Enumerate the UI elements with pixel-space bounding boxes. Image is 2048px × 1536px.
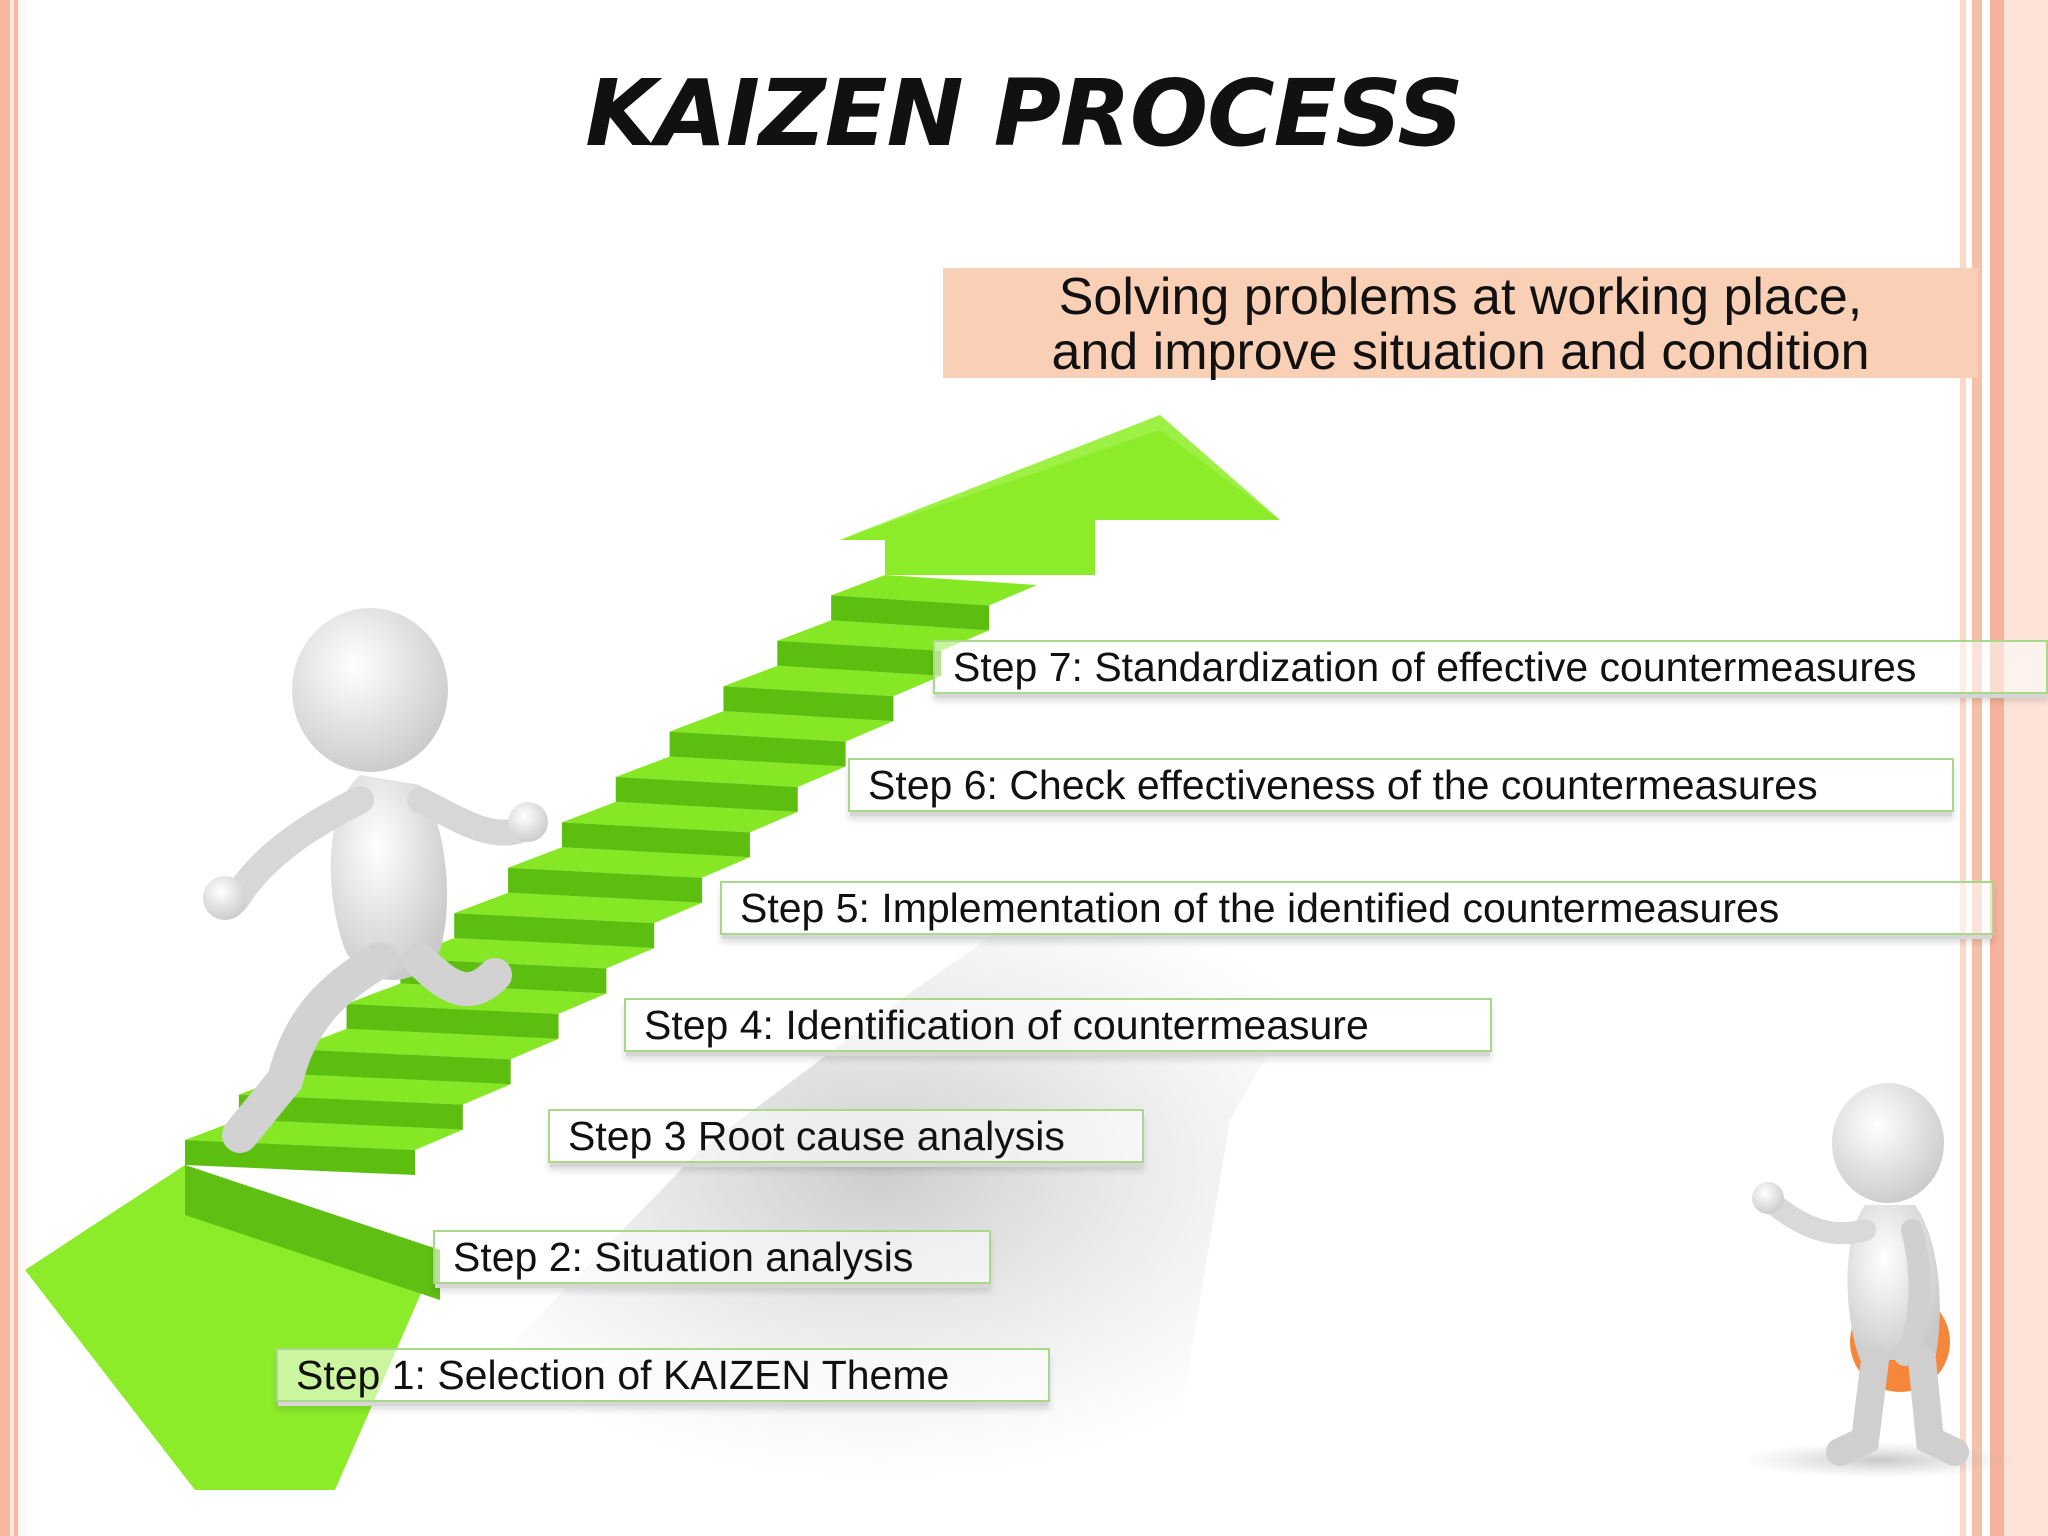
goal-line-1: Solving problems at working place,	[1058, 268, 1863, 326]
step-1-label: Step 1: Selection of KAIZEN Theme	[276, 1348, 1050, 1402]
stair-riser	[615, 776, 798, 812]
stair-tread	[400, 938, 655, 969]
stair-tread	[238, 1074, 511, 1105]
step-7-label: Step 7: Standardization of effective cou…	[933, 640, 2048, 694]
goal-box: Solving problems at working place, and i…	[943, 268, 1978, 381]
stair-riser	[238, 1094, 463, 1130]
stair-riser	[723, 686, 894, 722]
stair-tread	[454, 892, 703, 924]
step-3-label: Step 3 Root cause analysis	[548, 1109, 1144, 1163]
stair-tread	[615, 756, 846, 787]
step-6-label: Step 6: Check effectiveness of the count…	[848, 758, 1954, 812]
left-decorative-border	[0, 0, 28, 1536]
page-title: KAIZEN PROCESS	[585, 60, 1463, 167]
stair-riser	[561, 822, 750, 858]
stair-tread	[561, 801, 798, 833]
stair-riser	[454, 913, 655, 949]
stair-riser	[292, 1049, 511, 1085]
stair-riser	[669, 731, 846, 767]
stair-tread	[292, 1028, 559, 1060]
stair-tread	[723, 665, 942, 697]
goal-line-2: and improve situation and condition	[1051, 323, 1870, 381]
stair-tread	[508, 847, 750, 878]
step-5-label: Step 5: Implementation of the identified…	[720, 881, 1994, 935]
presenting-figure-icon	[1740, 1083, 2020, 1478]
stair-tread	[669, 711, 894, 742]
stair-riser	[831, 595, 990, 631]
stair-tread	[831, 575, 1037, 606]
stair-riser	[777, 640, 942, 676]
running-figure-icon	[203, 608, 548, 1153]
step-2-label: Step 2: Situation analysis	[433, 1230, 991, 1284]
stair-riser	[346, 1003, 559, 1039]
stair-riser	[508, 867, 703, 903]
step-4-label: Step 4: Identification of countermeasure	[624, 998, 1492, 1052]
right-decorative-border	[1960, 0, 2048, 1536]
